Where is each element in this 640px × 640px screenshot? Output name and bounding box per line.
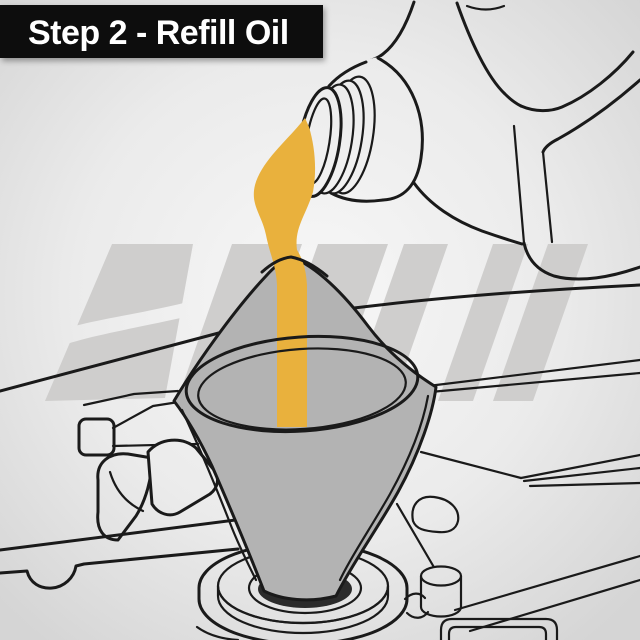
engine-edge-line — [426, 358, 640, 388]
handle-grip-top — [519, 50, 635, 113]
valve-cover-edge — [522, 466, 640, 483]
valve-bar-bottom — [0, 547, 240, 590]
funnel-rim-outer — [184, 334, 420, 434]
hose-crease — [108, 470, 145, 513]
funnel-apex-line — [260, 255, 329, 278]
dipstick-line — [395, 502, 437, 571]
engine-edge-line — [428, 371, 640, 394]
funnel-inner-edge-right — [338, 394, 430, 582]
watermark-swoosh — [40, 300, 196, 353]
funnel-rim-overlay — [184, 255, 420, 434]
funnel-rim-inner — [197, 347, 407, 431]
handle-hole-right — [541, 150, 554, 244]
bottle-cap-bottom-edge — [329, 191, 385, 203]
bottle-lower-edge — [412, 181, 524, 246]
fitting-blob — [411, 495, 460, 534]
valve-cover-edge — [419, 450, 523, 480]
engine-edge-line — [352, 283, 640, 310]
bottle-cap-right-edge — [376, 56, 424, 202]
bolt-link — [405, 610, 430, 619]
bolt-cylinder — [403, 565, 463, 619]
engine-edge-line — [0, 328, 232, 393]
cover-pocket-inner — [447, 625, 548, 640]
bolt-link — [403, 592, 427, 601]
bottle-bottom-curve — [522, 241, 640, 281]
funnel-inner-edge-left — [180, 408, 258, 582]
step-banner: Step 2 - Refill Oil — [0, 5, 323, 58]
step-title: Step 2 - Refill Oil — [28, 14, 289, 52]
handle-notch-left — [455, 1, 523, 108]
valve-cover-edge — [528, 481, 640, 488]
cover-seam — [468, 578, 640, 633]
watermark-bar — [438, 244, 528, 401]
hose-blob — [146, 438, 219, 517]
cover-seam — [453, 554, 640, 612]
handle-hole-left — [512, 124, 526, 245]
bracket-line — [82, 389, 180, 407]
mount-bracket — [77, 417, 116, 457]
valve-cover-edge — [519, 453, 640, 480]
watermark-bar — [493, 244, 588, 401]
cover-pocket-outer — [439, 617, 559, 640]
handle-grip-bottom — [541, 78, 640, 154]
bolt-top — [419, 565, 463, 587]
bottle-cap-top-edge — [327, 60, 368, 88]
banner-background — [0, 5, 323, 58]
flange-mid-wall — [216, 584, 390, 635]
bottle-top-detail — [465, 4, 506, 11]
